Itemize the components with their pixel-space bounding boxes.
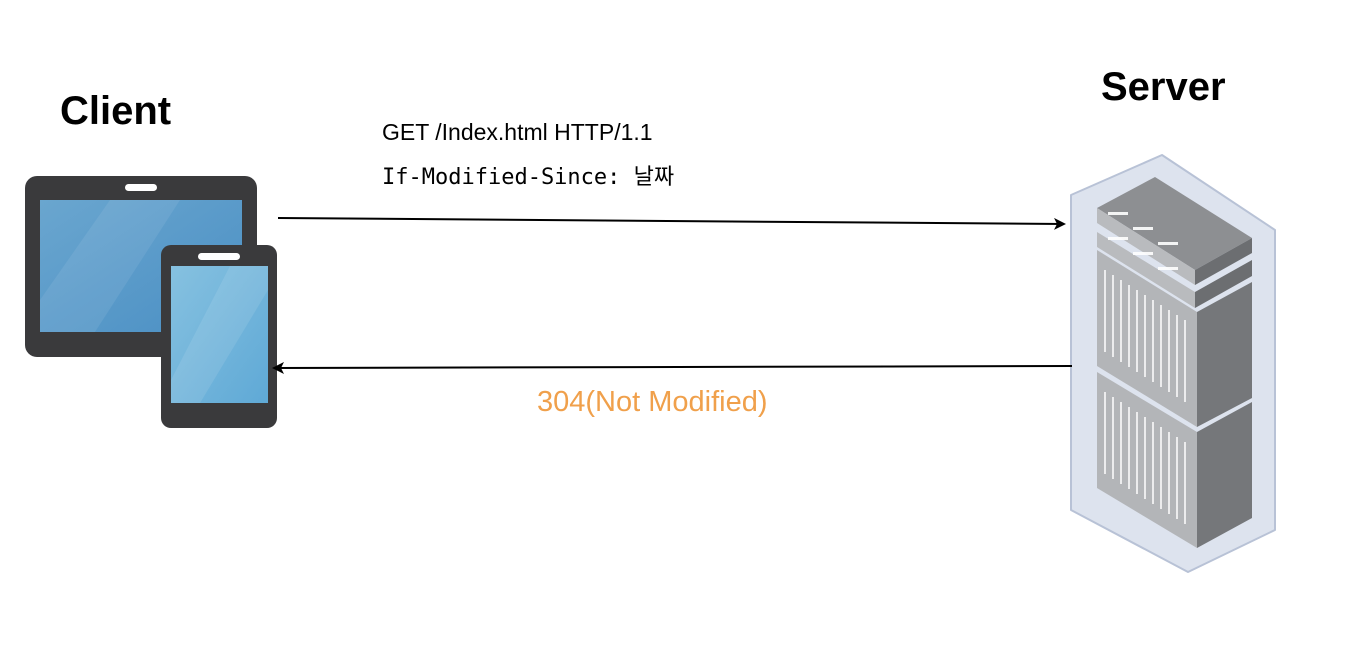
phone-icon xyxy=(161,245,277,428)
client-title: Client xyxy=(60,89,172,133)
request-line-label: GET /Index.html HTTP/1.1 xyxy=(382,119,653,145)
arrow-left-icon xyxy=(272,361,1073,374)
request-header-label: If-Modified-Since: 날짜 xyxy=(382,165,675,190)
response-status-label: 304(Not Modified) xyxy=(537,386,768,418)
server-title: Server xyxy=(1101,65,1226,109)
server-rack-icon xyxy=(1070,154,1276,573)
arrow-right-icon xyxy=(277,217,1066,230)
